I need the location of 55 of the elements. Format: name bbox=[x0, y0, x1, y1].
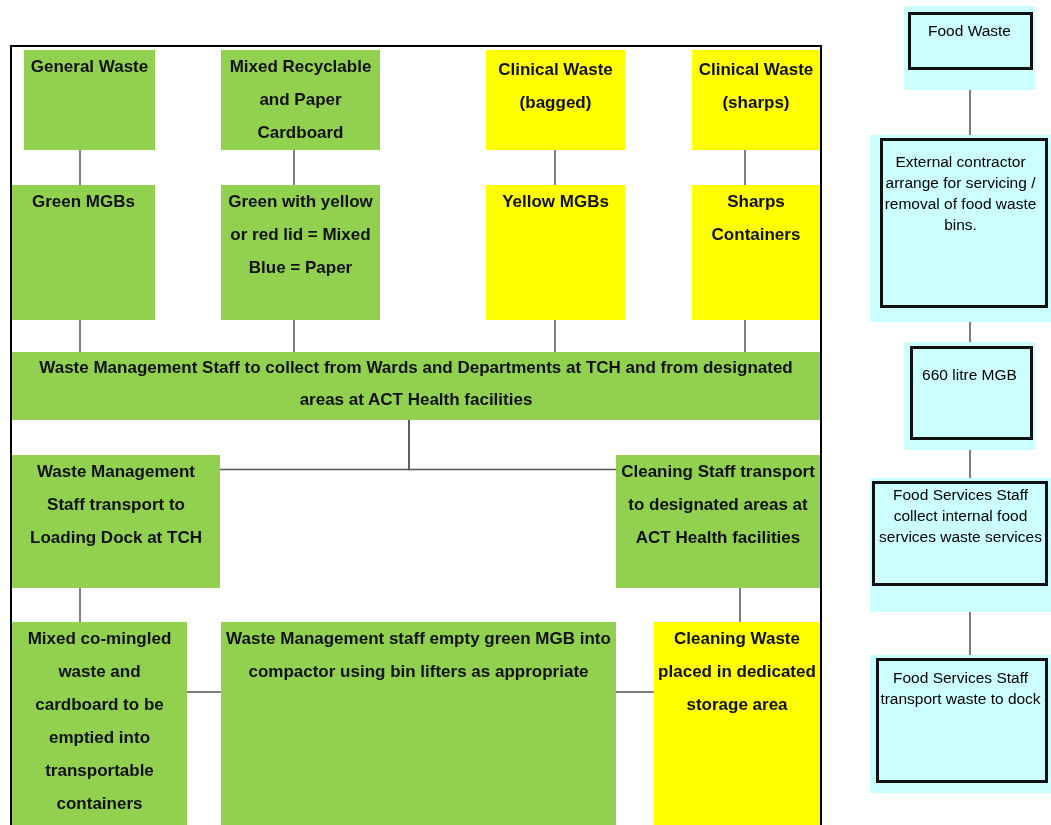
box-label: Mixed co-mingled waste and cardboard to be emptied into transportable containers bbox=[26, 628, 173, 815]
process-box bbox=[654, 622, 820, 825]
process-box bbox=[486, 185, 625, 320]
connector-line bbox=[969, 89, 971, 136]
box-label: Food Services Staff transport waste to dock bbox=[879, 668, 1042, 709]
box-label: External contractor arrange for servicing / removal of food waste bins. bbox=[883, 152, 1038, 235]
box-label: Green MGBs bbox=[31, 191, 136, 213]
box-label: 660 litre MGB bbox=[921, 365, 1018, 385]
connector-line bbox=[744, 319, 746, 353]
box-label: Food Waste bbox=[927, 21, 1012, 41]
process-box bbox=[221, 622, 616, 825]
box-label: Mixed Recyclable and Paper Cardboard bbox=[228, 56, 373, 144]
box-label: Waste Management Staff to collect from Wards and Departments at TCH and from designated areas at ACT Health facilities bbox=[38, 357, 794, 411]
box-label: General Waste bbox=[29, 56, 150, 78]
connector-line bbox=[79, 587, 81, 623]
connector-line bbox=[615, 691, 655, 693]
process-box bbox=[12, 455, 220, 588]
process-box bbox=[12, 622, 187, 825]
box-label: Clinical Waste (sharps) bbox=[697, 59, 815, 114]
connector-line bbox=[293, 149, 295, 186]
outlined-process-box bbox=[870, 655, 1051, 793]
box-label: Waste Management Staff transport to Loading Dock at TCH bbox=[29, 461, 203, 549]
connector-line bbox=[969, 611, 971, 656]
connector-line bbox=[969, 449, 971, 479]
connector-line bbox=[408, 419, 617, 471]
outlined-process-box bbox=[870, 135, 1051, 322]
process-box bbox=[616, 455, 820, 588]
connector-line bbox=[554, 149, 556, 186]
connector-line bbox=[293, 319, 295, 353]
box-label: Food Services Staff collect internal food services waste services bbox=[878, 485, 1043, 547]
process-box bbox=[24, 50, 155, 150]
box-label: Sharps Containers bbox=[710, 191, 802, 246]
process-box bbox=[12, 185, 155, 320]
process-box bbox=[12, 352, 820, 420]
outlined-process-box bbox=[870, 478, 1051, 612]
box-label: Cleaning Staff transport to designated areas at ACT Health facilities bbox=[620, 461, 816, 549]
process-box bbox=[692, 50, 820, 150]
box-label: Green with yellow or red lid = Mixed Blue = Paper bbox=[227, 191, 374, 279]
process-box bbox=[221, 185, 380, 320]
connector-line bbox=[744, 149, 746, 186]
box-label: Waste Management staff empty green MGB into compactor using bin lifters as appropriate bbox=[225, 628, 612, 683]
box-label: Clinical Waste (bagged) bbox=[497, 59, 614, 114]
process-box bbox=[486, 50, 625, 150]
connector-line bbox=[969, 321, 971, 343]
connector-line bbox=[79, 149, 81, 186]
process-box bbox=[221, 50, 380, 150]
box-label: Yellow MGBs bbox=[501, 191, 610, 213]
outlined-process-box bbox=[904, 6, 1035, 90]
connector-line bbox=[79, 319, 81, 353]
connector-line bbox=[554, 319, 556, 353]
outlined-process-box bbox=[904, 342, 1035, 450]
connector-line bbox=[186, 691, 222, 693]
process-box bbox=[692, 185, 820, 320]
connector-line bbox=[739, 587, 741, 623]
box-label: Cleaning Waste placed in dedicated storage area bbox=[658, 628, 816, 716]
